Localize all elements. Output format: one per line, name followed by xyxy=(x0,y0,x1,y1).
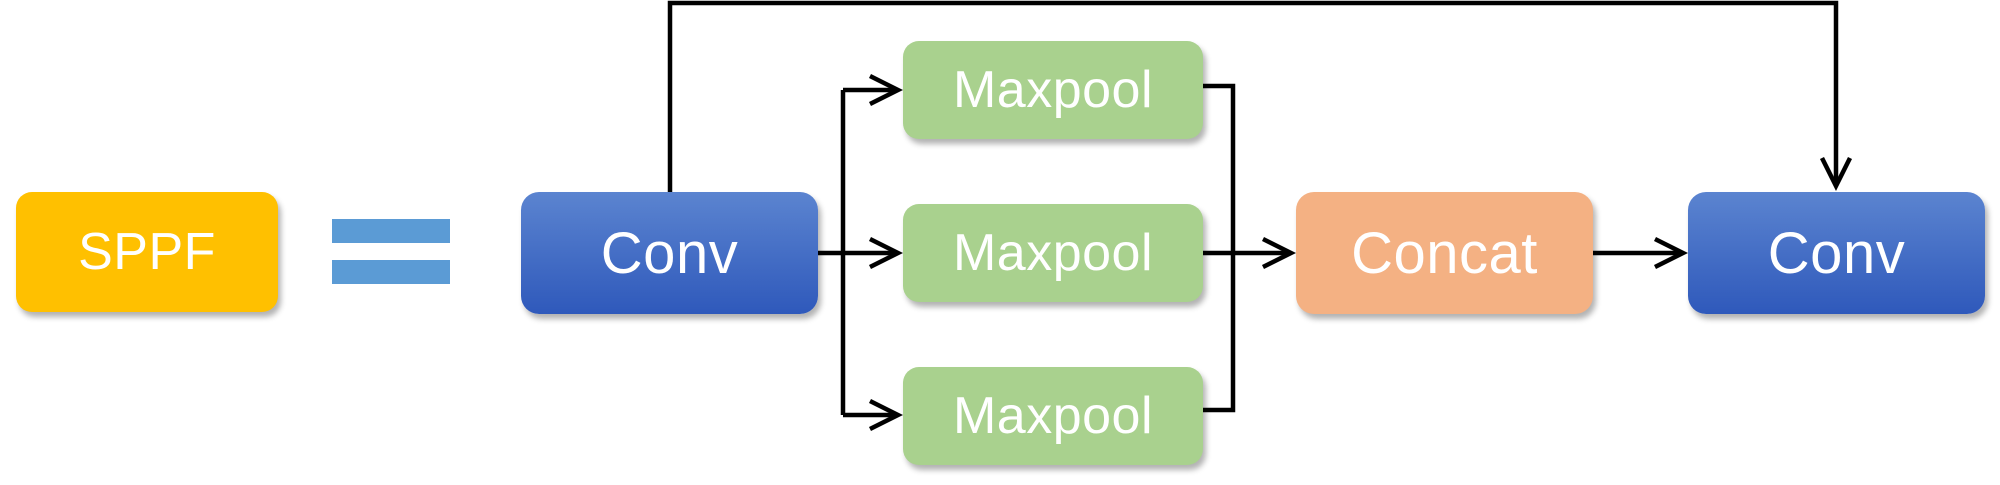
maxpool-block-3: Maxpool xyxy=(903,367,1203,465)
equals-sign-top-bar xyxy=(332,219,450,243)
conv-output-label: Conv xyxy=(1767,220,1906,286)
conv-input-label: Conv xyxy=(600,220,739,286)
conv-output-block: Conv xyxy=(1688,192,1985,314)
sppf-label: SPPF xyxy=(78,223,216,281)
conv-input-block: Conv xyxy=(521,192,818,314)
maxpool-2-label: Maxpool xyxy=(952,224,1154,282)
maxpool-block-1: Maxpool xyxy=(903,41,1203,139)
concat-label: Concat xyxy=(1351,220,1538,286)
maxpool-1-label: Maxpool xyxy=(952,61,1154,119)
maxpool-block-2: Maxpool xyxy=(903,204,1203,302)
equals-sign-bottom-bar xyxy=(332,260,450,284)
maxpool-1-out-line xyxy=(1194,83,1236,413)
skip-connection-arrow xyxy=(667,0,1853,192)
maxpool-3-label: Maxpool xyxy=(952,387,1154,445)
sppf-block: SPPF xyxy=(16,192,278,312)
concat-block: Concat xyxy=(1296,192,1593,314)
